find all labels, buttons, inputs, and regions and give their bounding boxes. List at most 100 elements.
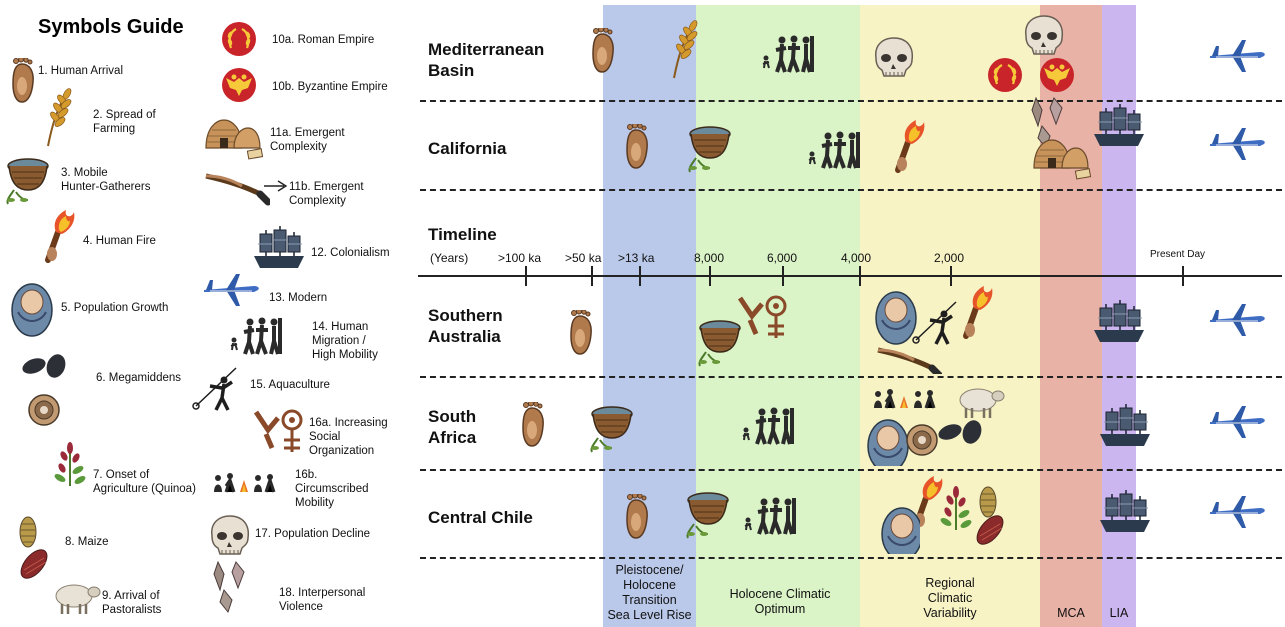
eagle-icon	[1040, 58, 1076, 94]
legend-label-6: 6. Megamiddens	[96, 371, 181, 385]
legend-label-8: 8. Maize	[65, 535, 108, 549]
tick-label: 2,000	[934, 251, 964, 265]
tick-label: >50 ka	[565, 251, 601, 265]
laurel-icon	[988, 58, 1024, 94]
skull-icon	[1022, 14, 1066, 56]
separator	[420, 100, 1282, 102]
footprint-icon	[10, 58, 36, 104]
tick-label: >13 ka	[618, 251, 654, 265]
migration-icon	[228, 316, 284, 358]
legend-label-1: 1. Human Arrival	[38, 64, 123, 78]
camp-icon	[872, 386, 938, 410]
footprint-icon	[568, 310, 594, 356]
legend-label-12: 12. Colonialism	[311, 246, 390, 260]
legend-label-3: 3. MobileHunter-Gatherers	[61, 166, 150, 194]
eagle-icon	[222, 68, 258, 104]
wheat-icon	[42, 86, 74, 148]
rock-art-icon	[738, 294, 788, 340]
basket-icon	[688, 124, 734, 174]
legend-title: Symbols Guide	[38, 16, 184, 39]
legend-label-11a: 11a. EmergentComplexity	[270, 126, 345, 154]
arrowheads-icon	[212, 560, 248, 616]
skull-icon	[872, 36, 916, 78]
footprint-icon	[520, 402, 546, 448]
timeline-title: Timeline	[428, 224, 497, 245]
migration-icon	[806, 130, 862, 172]
laurel-icon	[222, 22, 258, 58]
region-central-chile: Central Chile	[428, 507, 533, 528]
band-label-mca: MCA	[1040, 606, 1102, 621]
basket-icon	[6, 156, 52, 206]
basket-icon	[686, 490, 732, 540]
torch-icon	[962, 284, 996, 340]
sheep-icon	[954, 384, 1006, 420]
tick-label: Present Day	[1150, 249, 1205, 260]
fisher-icon	[192, 366, 240, 416]
maize-red-icon	[972, 514, 1010, 548]
timeline-unit: (Years)	[430, 251, 468, 265]
separator	[420, 469, 1282, 471]
ship-icon	[1092, 104, 1146, 148]
camp-icon	[212, 470, 278, 494]
spear-thrower-icon	[876, 346, 942, 374]
legend-label-5: 5. Population Growth	[61, 301, 168, 315]
baby-icon	[10, 282, 56, 340]
airplane-icon	[1208, 404, 1268, 440]
torch-icon	[44, 208, 78, 264]
ship-icon	[1098, 404, 1152, 448]
basket-icon	[590, 404, 636, 454]
limpet-icon	[906, 424, 940, 458]
migration-icon	[740, 406, 796, 448]
mussels-icon	[938, 420, 986, 450]
baby-icon	[880, 506, 920, 554]
tick-label: 6,000	[767, 251, 797, 265]
fisher-icon	[912, 300, 960, 350]
legend-label-15: 15. Aquaculture	[250, 378, 330, 392]
airplane-icon	[1208, 302, 1268, 338]
huts-icon	[204, 114, 264, 160]
airplane-icon	[1208, 38, 1268, 74]
torch-icon	[894, 118, 928, 174]
separator	[420, 557, 1282, 559]
footprint-icon	[624, 494, 650, 540]
quinoa-icon	[50, 440, 90, 490]
legend-label-17: 17. Population Decline	[255, 527, 370, 541]
footprint-icon	[624, 124, 650, 170]
ship-icon	[252, 226, 306, 270]
tick-label: 8,000	[694, 251, 724, 265]
rock-art-icon	[254, 408, 304, 454]
ship-icon	[1098, 490, 1152, 534]
huts-icon	[1032, 134, 1092, 180]
region-california: California	[428, 138, 506, 159]
ship-icon	[1092, 300, 1146, 344]
tick-label: >100 ka	[498, 251, 541, 265]
quinoa-icon	[936, 484, 976, 534]
airplane-icon	[202, 272, 262, 308]
band-label-lia: LIA	[1102, 606, 1136, 621]
airplane-icon	[1208, 494, 1268, 530]
mussels-icon	[22, 354, 70, 384]
maize-icon	[18, 516, 40, 550]
legend-label-10a: 10a. Roman Empire	[272, 33, 374, 47]
maize-red-icon	[16, 548, 54, 582]
arrow-icon	[264, 180, 290, 192]
wheat-icon	[668, 18, 700, 80]
legend-label-13: 13. Modern	[269, 291, 327, 305]
tick-label: 4,000	[841, 251, 871, 265]
limpet-icon	[28, 394, 62, 428]
skull-icon	[208, 514, 252, 556]
airplane-icon	[1208, 126, 1268, 162]
spear-thrower-icon	[204, 172, 270, 220]
timeline-axis	[416, 262, 1285, 286]
